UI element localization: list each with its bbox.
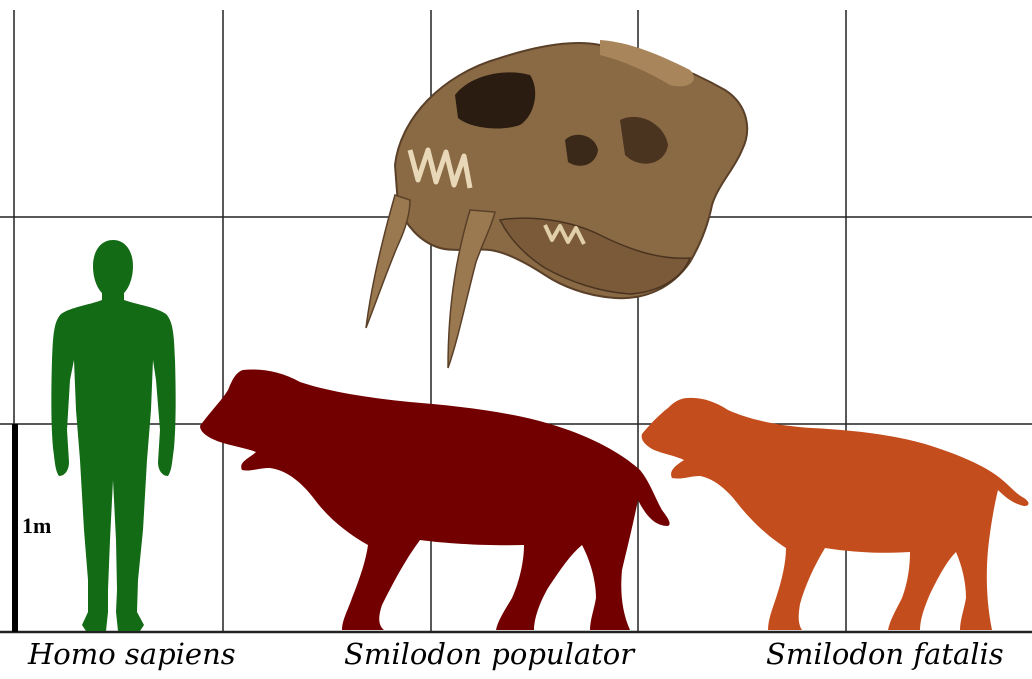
smilodon-populator-silhouette — [200, 370, 670, 631]
caption-smilodon-fatalis: Smilodon fatalis — [766, 636, 1004, 672]
caption-smilodon-populator: Smilodon populator — [344, 636, 634, 672]
scale-bar — [12, 424, 18, 632]
caption-homo-sapiens: Homo sapiens — [28, 636, 236, 672]
smilodon-fatalis-silhouette — [642, 398, 1029, 630]
skull-fossil-image — [366, 40, 747, 368]
scale-bar-label: 1m — [22, 513, 51, 539]
homo-sapiens-silhouette — [51, 240, 175, 631]
